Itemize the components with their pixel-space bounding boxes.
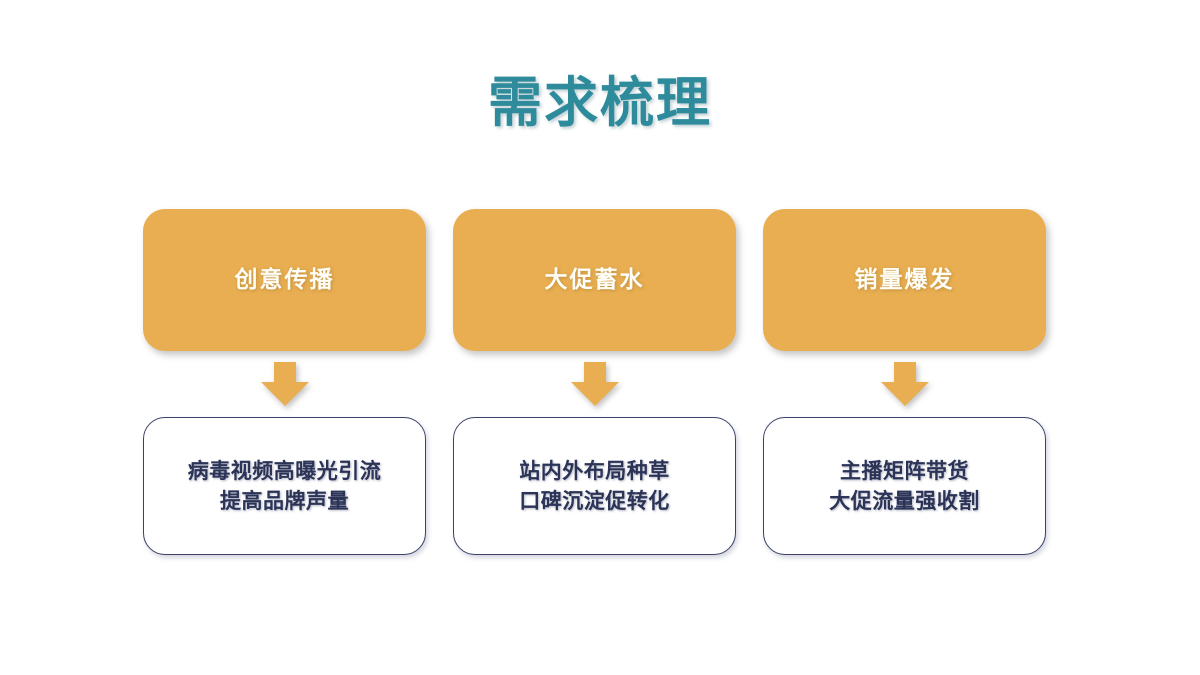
detail-card-sales-burst[interactable]: 主播矩阵带货 大促流量强收割: [763, 417, 1046, 555]
flow-column-2: 大促蓄水 站内外布局种草 口碑沉淀促转化: [453, 0, 736, 675]
flow-column-1: 创意传播 病毒视频高曝光引流 提高品牌声量: [143, 0, 426, 675]
stage-card-label: 大促蓄水: [544, 267, 645, 293]
arrow-down-icon: [261, 362, 309, 406]
detail-card-text: 主播矩阵带货 大促流量强收割: [829, 459, 980, 513]
stage-card-creative-spread[interactable]: 创意传播: [143, 209, 426, 351]
stage-card-label: 销量爆发: [854, 267, 955, 293]
stage-card-sales-burst[interactable]: 销量爆发: [763, 209, 1046, 351]
arrow-down-icon: [571, 362, 619, 406]
detail-card-promo-reservoir[interactable]: 站内外布局种草 口碑沉淀促转化: [453, 417, 736, 555]
stage-card-label: 创意传播: [234, 267, 335, 293]
stage-card-promo-reservoir[interactable]: 大促蓄水: [453, 209, 736, 351]
arrow-down-icon: [881, 362, 929, 406]
detail-card-text: 站内外布局种草 口碑沉淀促转化: [519, 459, 670, 513]
page-title: 需求梳理: [488, 71, 712, 134]
detail-card-text: 病毒视频高曝光引流 提高品牌声量: [187, 459, 382, 513]
detail-card-creative-spread[interactable]: 病毒视频高曝光引流 提高品牌声量: [143, 417, 426, 555]
flow-column-3: 销量爆发 主播矩阵带货 大促流量强收割: [763, 0, 1046, 675]
